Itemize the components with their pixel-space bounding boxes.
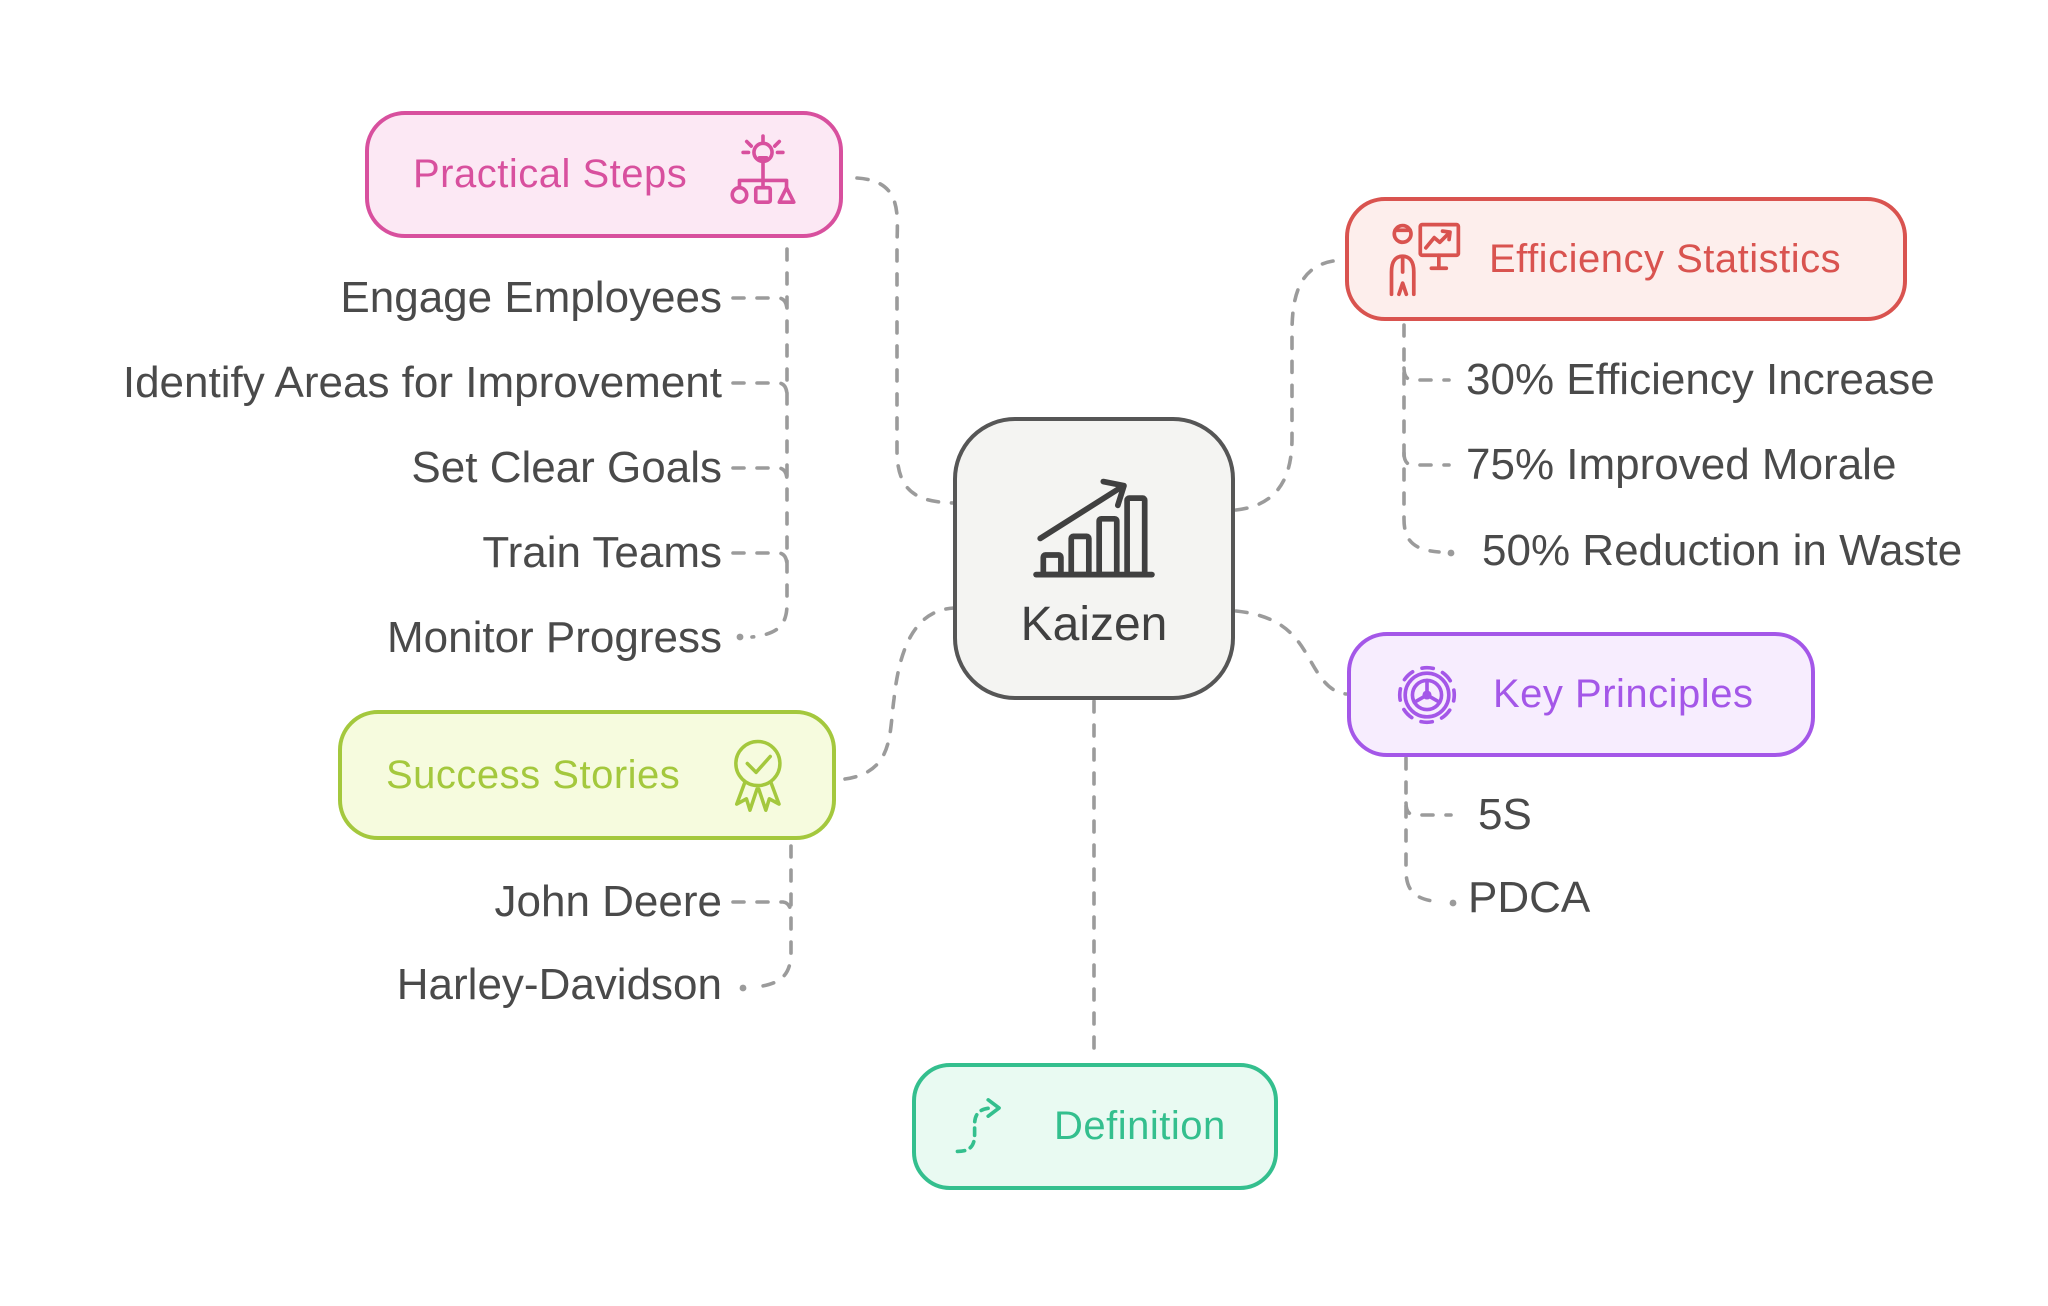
trunk-practical-items <box>750 247 789 639</box>
branch-label: Efficiency Statistics <box>1489 236 1842 281</box>
item-improved-morale[interactable]: 75% Improved Morale <box>1466 440 1897 489</box>
trunk-efficiency-items <box>1402 323 1441 554</box>
branch-efficiency-statistics[interactable]: Efficiency Statistics <box>1345 197 1907 321</box>
dashed-curve-arrow-icon <box>955 1097 1001 1153</box>
link-root-to-principles <box>1234 609 1348 696</box>
branch-practical-steps[interactable]: Practical Steps <box>365 111 843 238</box>
trunk-principles-items <box>1404 756 1443 904</box>
item-engage-employees[interactable]: Engage Employees <box>340 273 722 322</box>
link-success-to-root <box>843 606 956 781</box>
presenter-board-icon <box>1389 222 1461 297</box>
branch-label: Key Principles <box>1493 672 1754 716</box>
item-identify-areas[interactable]: Identify Areas for Improvement <box>122 358 722 407</box>
idea-flowchart-icon <box>730 133 796 204</box>
gear-wheel-icon <box>1397 665 1457 724</box>
item-john-deere[interactable]: John Deere <box>494 877 722 926</box>
item-efficiency-increase[interactable]: 30% Efficiency Increase <box>1466 355 1935 404</box>
central-node-label: Kaizen <box>1020 598 1168 651</box>
item-pdca[interactable]: PDCA <box>1468 873 1591 922</box>
growth-chart-icon <box>1033 478 1155 578</box>
item-monitor-progress[interactable]: Monitor Progress <box>386 613 722 662</box>
trunk-success-items <box>754 844 793 989</box>
link-practical-to-root <box>855 176 956 505</box>
item-harley-davidson[interactable]: Harley-Davidson <box>396 960 722 1009</box>
branch-label: Practical Steps <box>413 152 688 196</box>
branch-label: Definition <box>1054 1104 1226 1148</box>
item-5s[interactable]: 5S <box>1478 790 1532 839</box>
branch-label: Success Stories <box>386 752 681 797</box>
item-train-teams[interactable]: Train Teams <box>482 528 722 577</box>
item-set-clear-goals[interactable]: Set Clear Goals <box>411 443 722 492</box>
branch-success-stories[interactable]: Success Stories <box>338 710 836 840</box>
central-node-kaizen[interactable]: Kaizen <box>953 417 1235 700</box>
item-reduction-in-waste[interactable]: 50% Reduction in Waste <box>1482 526 1963 575</box>
link-root-to-efficiency <box>1234 258 1346 512</box>
branch-key-principles[interactable]: Key Principles <box>1347 632 1815 757</box>
branch-definition[interactable]: Definition <box>912 1063 1278 1190</box>
award-ribbon-icon <box>734 739 782 812</box>
